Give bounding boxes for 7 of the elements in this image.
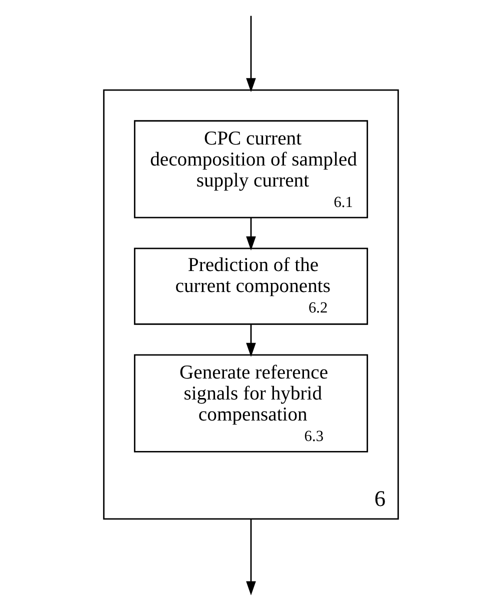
node-box: CPC current decomposition of sampled supply current 6.1: [134, 120, 368, 218]
arrow: [246, 16, 256, 92]
arrow: [246, 324, 256, 357]
arrow: [246, 518, 256, 596]
node-box: Generate reference signals for hybrid compensation 6.3: [134, 354, 368, 452]
node-box: Prediction of the current components 6.2: [134, 248, 368, 325]
arrow: [246, 218, 256, 250]
